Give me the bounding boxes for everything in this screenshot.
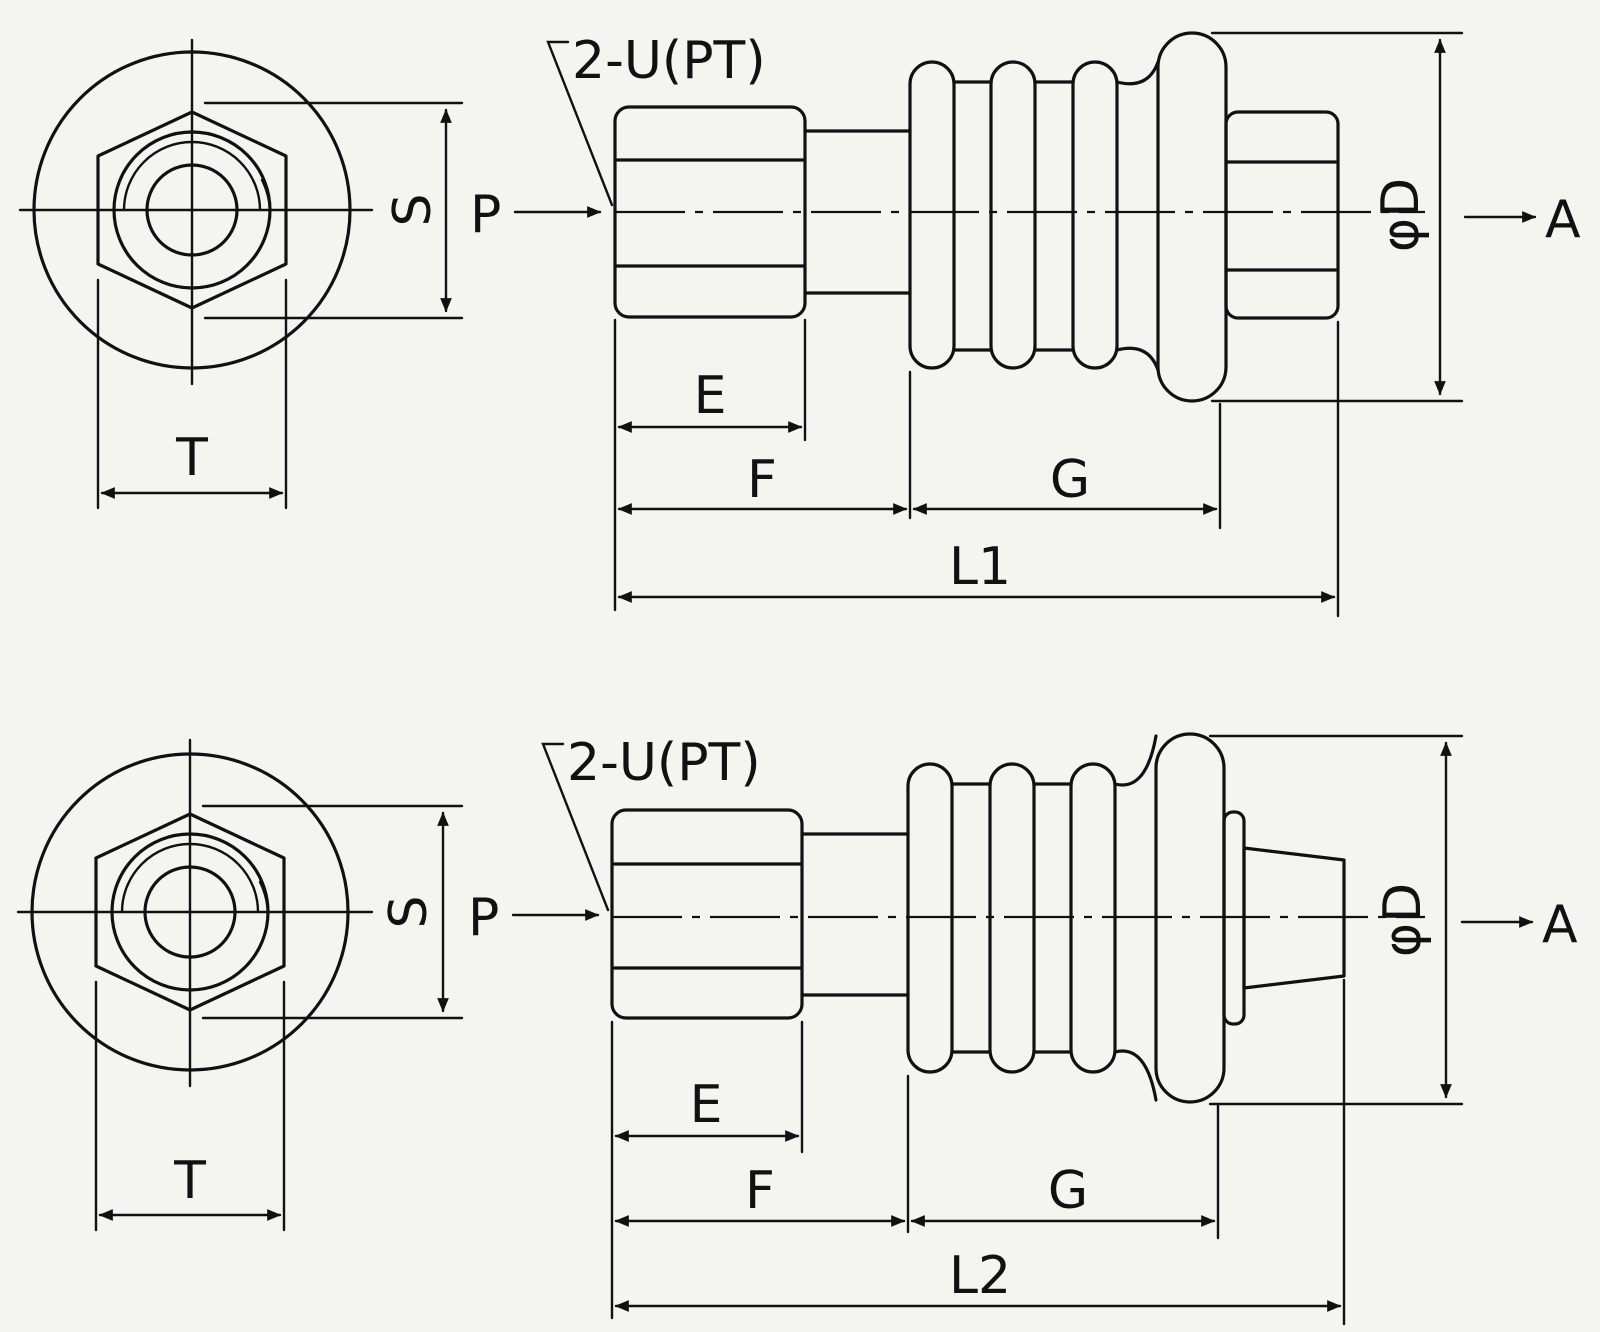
dim-label-g-top: G (1050, 450, 1090, 510)
inlet-label-bottom: P (468, 888, 499, 948)
side-view-top: P A 2-U(PT) φD E F G (470, 31, 1581, 618)
dim-label-g-bottom: G (1048, 1161, 1088, 1221)
end-view-top: S T (18, 38, 464, 510)
dim-label-s: S (383, 193, 443, 226)
dim-label-f-top: F (747, 450, 777, 510)
dim-label-t-bottom: T (173, 1151, 206, 1211)
dim-label-l1: L1 (949, 537, 1011, 597)
outlet-label-top: A (1545, 190, 1581, 250)
port-label-top: 2-U(PT) (572, 31, 766, 91)
inlet-label-top: P (470, 185, 501, 245)
dim-label-l2: L2 (949, 1246, 1011, 1306)
outlet-label-bottom: A (1542, 895, 1578, 955)
dim-label-s-bottom: S (379, 895, 439, 928)
side-view-bottom: P A 2-U(PT) φD E F G (468, 732, 1578, 1326)
dim-label-phid-top: φD (1371, 178, 1431, 252)
end-view-bottom: S T (16, 738, 464, 1232)
dim-label-f-bottom: F (745, 1161, 775, 1221)
dim-label-phid-bottom: φD (1373, 883, 1433, 957)
figure-top: S T (18, 31, 1581, 618)
dim-label-e-bottom: E (690, 1075, 723, 1135)
figure-bottom: S T (16, 732, 1578, 1326)
port-label-bottom: 2-U(PT) (567, 733, 761, 793)
dim-label-e-top: E (694, 366, 727, 426)
dim-label-t: T (175, 428, 208, 488)
